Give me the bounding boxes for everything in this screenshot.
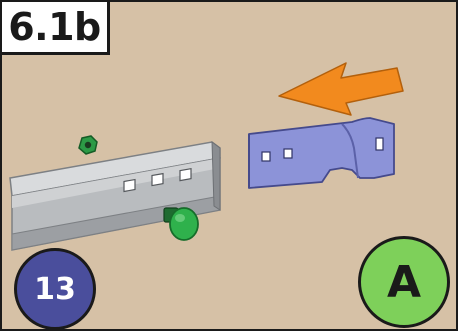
bolt-icon: [163, 207, 199, 241]
step-number-label: 6.1b: [2, 2, 110, 55]
bracket-part: [248, 117, 395, 189]
arrow-left-icon: [278, 62, 404, 116]
part-letter-badge: A: [358, 236, 450, 328]
quantity-badge: 13: [14, 248, 96, 329]
nut-icon: [78, 135, 98, 155]
